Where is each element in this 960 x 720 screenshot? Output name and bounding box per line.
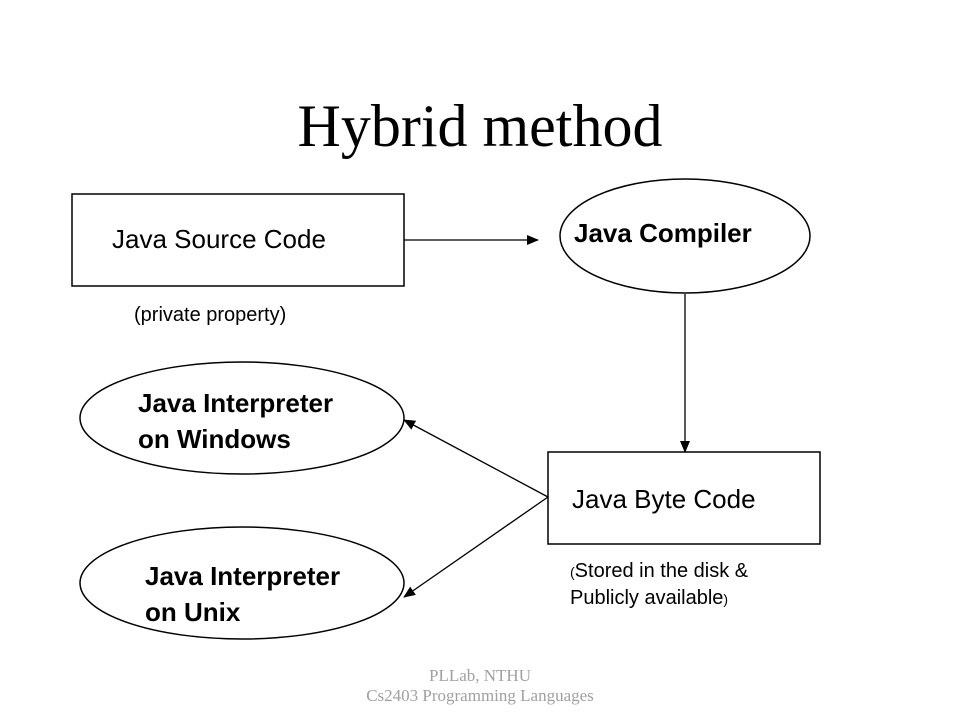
compiler-label: Java Compiler bbox=[574, 218, 752, 248]
interpreter-windows-line1: Java Interpreter bbox=[138, 388, 334, 418]
footer-line2: Cs2403 Programming Languages bbox=[366, 686, 594, 705]
byte-code-note-line1: (Stored in the disk & bbox=[570, 560, 749, 582]
interpreter-unix-line2: on Unix bbox=[145, 597, 241, 627]
footer-line1: PLLab, NTHU bbox=[429, 666, 531, 685]
slide-title: Hybrid method bbox=[297, 93, 663, 159]
interpreter-windows-ellipse bbox=[79, 361, 405, 475]
byte-code-note-line2: Publicly available) bbox=[570, 587, 729, 609]
compiler-ellipse bbox=[559, 178, 811, 294]
interpreter-unix-ellipse bbox=[79, 526, 405, 640]
interpreter-unix-label: Java Interpreter on Unix bbox=[145, 558, 340, 630]
arrow-bytecode-to-unix bbox=[403, 496, 549, 598]
source-code-label: Java Source Code bbox=[112, 224, 326, 254]
arrow-bytecode-to-windows bbox=[403, 419, 549, 498]
byte-code-label: Java Byte Code bbox=[572, 484, 756, 514]
source-code-note: (private property) bbox=[134, 304, 287, 326]
interpreter-windows-label: Java Interpreter on Windows bbox=[138, 385, 333, 457]
interpreter-unix-line1: Java Interpreter bbox=[145, 561, 341, 591]
byte-code-note: (Stored in the disk & Publicly available… bbox=[570, 558, 748, 612]
interpreter-windows-line2: on Windows bbox=[138, 424, 291, 454]
source-code-box bbox=[71, 193, 405, 287]
